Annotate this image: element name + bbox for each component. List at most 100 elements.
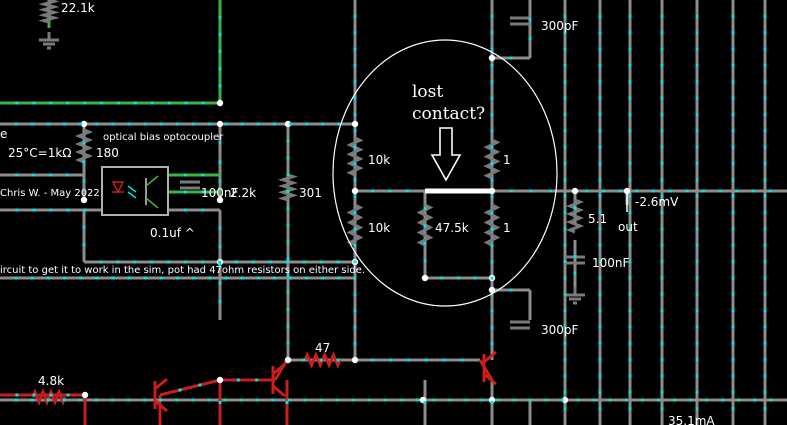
current-dot	[464, 398, 468, 402]
current-dot	[15, 101, 19, 105]
current-dot	[302, 260, 306, 264]
current-dot	[695, 14, 699, 18]
current-dot	[528, 37, 532, 41]
current-dot	[628, 145, 632, 149]
resistor-22k1[interactable]	[38, 0, 60, 24]
current-dot	[255, 398, 259, 402]
current-dot	[442, 358, 446, 362]
current-dot	[695, 129, 699, 133]
capacitor-100nf-left[interactable]	[180, 180, 200, 190]
current-dot	[660, 325, 664, 329]
label-current: 35.1mA	[668, 414, 715, 425]
current-dot	[510, 189, 513, 193]
current-dot	[598, 309, 602, 313]
transistor-q1[interactable]	[153, 377, 168, 413]
resistor-1-lower[interactable]	[483, 203, 501, 247]
resistor-1-upper[interactable]	[483, 138, 501, 180]
current-dot	[731, 390, 735, 394]
current-dot	[423, 224, 427, 228]
current-dot	[598, 260, 602, 264]
resistor-301[interactable]	[277, 173, 299, 202]
current-dot	[598, 227, 602, 231]
current-dot	[490, 342, 494, 346]
current-dot	[598, 161, 602, 165]
current-dot	[563, 161, 567, 165]
current-dot	[490, 31, 494, 35]
current-dot	[628, 325, 632, 329]
current-dot	[598, 80, 602, 84]
current-dot	[763, 358, 767, 362]
transistor-emitter	[483, 372, 497, 386]
resistor-icon	[303, 351, 342, 369]
current-dot	[512, 398, 516, 402]
current-dot	[218, 15, 222, 19]
current-dot	[353, 227, 357, 231]
transistor-q2[interactable]	[271, 362, 286, 398]
current-dot	[480, 398, 484, 402]
capacitor-300pf-bottom[interactable]	[510, 320, 530, 330]
current-dot	[367, 398, 371, 402]
resistor-180[interactable]	[74, 128, 94, 164]
label-note: ircuit to get it to work in the sim, pot…	[0, 265, 365, 276]
label-author: Chris W. - May 2022	[0, 188, 100, 199]
label-out[interactable]: out	[618, 220, 638, 234]
current-dot	[353, 260, 357, 264]
current-dot	[763, 260, 767, 264]
current-dot	[234, 260, 238, 264]
current-dot	[660, 243, 664, 247]
resistor-icon	[277, 173, 299, 202]
transistor-collector	[483, 350, 497, 364]
current-dot	[628, 358, 632, 362]
resistor-4k8[interactable]	[31, 387, 67, 407]
current-dot	[490, 325, 494, 329]
current-dot	[490, 194, 494, 198]
current-dot	[763, 276, 767, 280]
current-dot	[563, 243, 567, 247]
current-dot	[353, 96, 357, 100]
label-10k-upper: 10k	[368, 153, 390, 167]
current-dot	[563, 309, 567, 313]
current-dot	[509, 56, 513, 60]
current-dot	[82, 179, 86, 183]
current-dot	[218, 300, 222, 304]
capacitor-300pf-top[interactable]	[510, 16, 530, 26]
current-dot	[509, 288, 513, 292]
current-dot	[99, 260, 103, 264]
current-dot	[353, 47, 357, 51]
current-dot	[731, 374, 735, 378]
optocoupler-icon[interactable]	[101, 166, 169, 216]
current-dot	[371, 189, 374, 193]
transistor-q3[interactable]	[482, 350, 497, 386]
annotation-line1: lost	[412, 82, 443, 102]
resistor-47[interactable]	[303, 351, 342, 369]
current-dot	[731, 112, 735, 116]
current-dot	[319, 358, 323, 362]
current-dot	[218, 32, 222, 36]
current-dot	[353, 211, 357, 215]
current-dot	[218, 281, 222, 285]
current-dot	[598, 292, 602, 296]
current-dot	[15, 393, 19, 397]
label-2k2: 2.2k	[230, 186, 256, 200]
resistor-5k1[interactable]	[565, 198, 585, 234]
current-dot	[635, 189, 639, 193]
current-dot	[731, 407, 735, 411]
resistor-10k-lower[interactable]	[346, 203, 364, 247]
current-dot	[32, 208, 36, 212]
current-dot	[460, 358, 464, 362]
current-dot	[598, 47, 602, 51]
current-dot	[660, 227, 664, 231]
current-dot	[763, 47, 767, 51]
current-dot	[695, 194, 699, 198]
current-dot	[490, 401, 494, 404]
current-dot	[336, 358, 340, 362]
current-dot	[159, 276, 163, 280]
junction-dot	[351, 187, 359, 195]
current-dot	[657, 398, 661, 402]
current-dot	[126, 398, 130, 402]
current-dot	[48, 173, 52, 177]
junction-dot	[351, 356, 359, 364]
current-dot	[490, 162, 494, 166]
current-dot	[473, 276, 477, 280]
resistor-10k-upper[interactable]	[346, 136, 364, 177]
